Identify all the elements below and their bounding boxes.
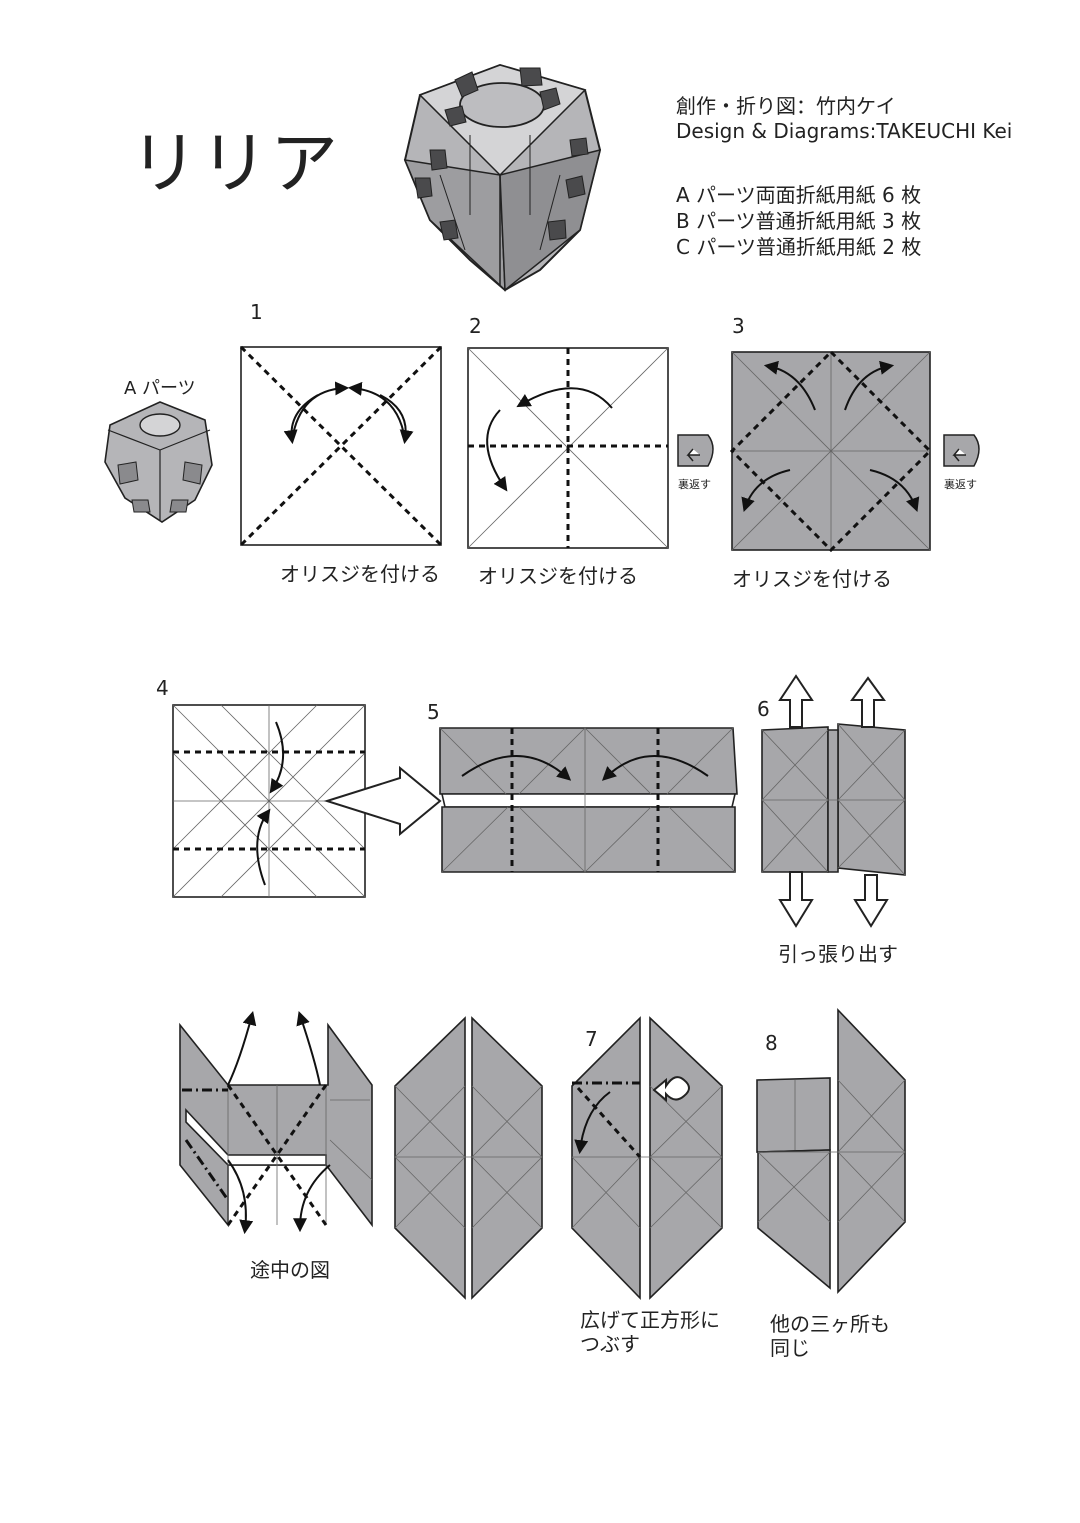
step-number-1: 1 <box>250 300 263 324</box>
caption-step-6: 引っ張り出す <box>778 942 898 966</box>
parts-item-a: A パーツ両面折紙用紙 6 枚 <box>676 183 922 207</box>
intermediate-diagram <box>394 1016 543 1300</box>
part-a-illustration <box>104 401 213 523</box>
step-1-diagram <box>239 345 443 547</box>
step-3-diagram <box>729 349 933 553</box>
step-number-6: 6 <box>757 697 770 721</box>
turn-over-icon-1 <box>677 434 714 467</box>
caption-step-3: オリスジを付ける <box>732 567 892 591</box>
caption-step-1: オリスジを付ける <box>280 562 440 586</box>
credits-author: 創作・折り図：竹内ケイ <box>676 94 896 118</box>
caption-step-7-line2: つぶす <box>580 1332 640 1356</box>
caption-step-8-line2: 同じ <box>770 1336 810 1360</box>
pull-arrow-top-right <box>850 676 886 728</box>
step-2-diagram <box>467 347 669 549</box>
zoom-arrow <box>323 765 442 837</box>
step-8-diagram <box>756 1008 906 1294</box>
page-title: リリア <box>130 125 341 204</box>
pull-arrow-bottom-right <box>853 874 889 928</box>
step-5-diagram <box>439 727 738 873</box>
caption-midway: 途中の図 <box>250 1258 330 1282</box>
credits: 創作・折り図：竹内ケイ Design & Diagrams:TAKEUCHI K… <box>676 94 1012 144</box>
credits-english: Design & Diagrams:TAKEUCHI Kei <box>676 119 1013 143</box>
step-7-diagram <box>571 1016 723 1300</box>
step-number-4: 4 <box>156 676 169 700</box>
midway-diagram <box>179 1010 373 1235</box>
parts-list: A パーツ両面折紙用紙 6 枚 B パーツ普通折紙用紙 3 枚 C パーツ普通折… <box>676 182 921 260</box>
step-number-2: 2 <box>469 314 482 338</box>
part-label: A パーツ <box>124 378 196 399</box>
turn-over-label-1: 裏返す <box>678 478 711 491</box>
pull-arrow-top-left <box>778 674 814 728</box>
caption-step-8-line1: 他の三ヶ所も <box>770 1312 890 1336</box>
caption-step-7-line1: 広げて正方形に <box>580 1308 720 1332</box>
parts-item-b: B パーツ普通折紙用紙 3 枚 <box>676 209 922 233</box>
parts-item-c: C パーツ普通折紙用紙 2 枚 <box>676 235 922 259</box>
step-number-8: 8 <box>765 1031 778 1055</box>
step-6-diagram <box>761 674 906 928</box>
step-number-5: 5 <box>427 700 440 724</box>
pull-arrow-bottom-left <box>778 871 814 928</box>
caption-step-2: オリスジを付ける <box>478 564 638 588</box>
squash-arrow-icon <box>652 1076 690 1103</box>
turn-over-label-2: 裏返す <box>944 478 977 491</box>
turn-over-icon-2 <box>943 434 980 467</box>
finished-model-illustration <box>403 63 602 292</box>
step-number-3: 3 <box>732 314 745 338</box>
step-number-7: 7 <box>585 1027 598 1051</box>
